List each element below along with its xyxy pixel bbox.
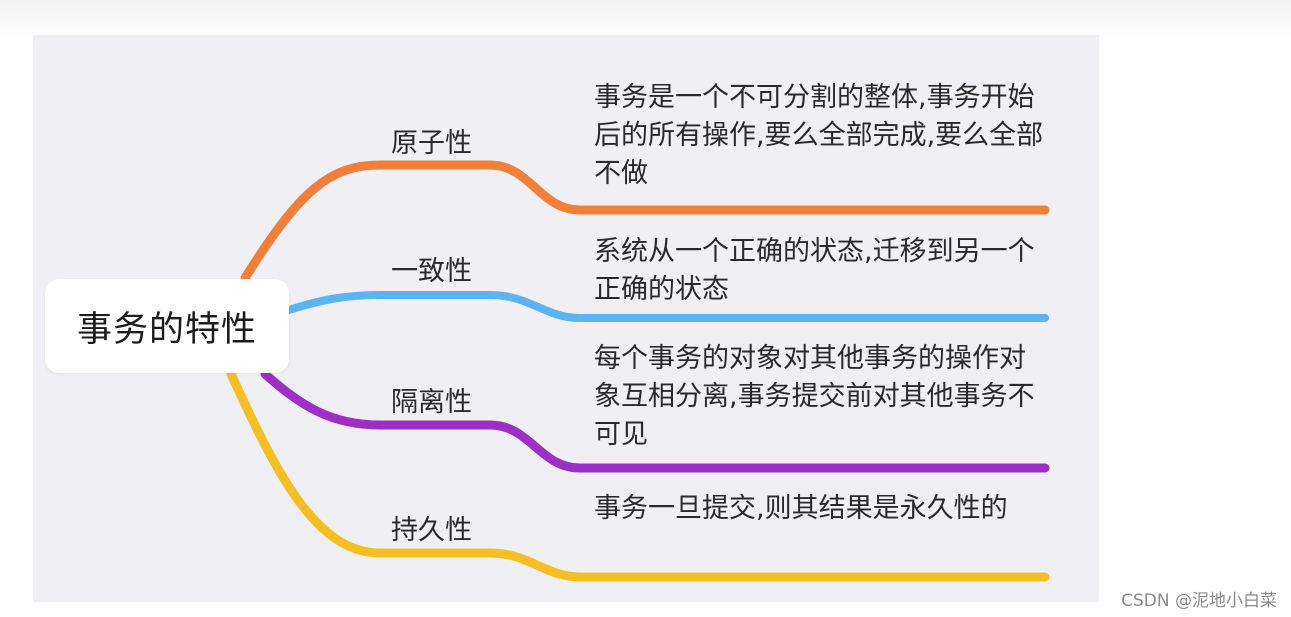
edge-consistency bbox=[285, 291, 1049, 322]
edge-durability bbox=[226, 369, 1050, 582]
root-node: 事务的特性 bbox=[45, 279, 289, 373]
branch-description-durability: 事务一旦提交,则其结果是永久性的 bbox=[594, 493, 1008, 524]
branch-description-atomicity: 事务是一个不可分割的整体,事务开始后的所有操作,要么全部完成,要么全部不做 bbox=[594, 82, 1044, 189]
branch-label-durability: 持久性 bbox=[391, 515, 472, 546]
edge-atomicity bbox=[240, 160, 1050, 283]
edge-isolation bbox=[260, 369, 1050, 473]
branch-description-consistency: 系统从一个正确的状态,迁移到另一个正确的状态 bbox=[594, 236, 1035, 305]
branch-label-consistency: 一致性 bbox=[391, 256, 472, 287]
branch-label-isolation: 隔离性 bbox=[391, 387, 472, 418]
branch-label-atomicity: 原子性 bbox=[391, 128, 472, 159]
branch-description-isolation: 每个事务的对象对其他事务的操作对象互相分离,事务提交前对其他事务不可见 bbox=[594, 343, 1035, 450]
watermark: CSDN @泥地小白菜 bbox=[1121, 591, 1277, 611]
